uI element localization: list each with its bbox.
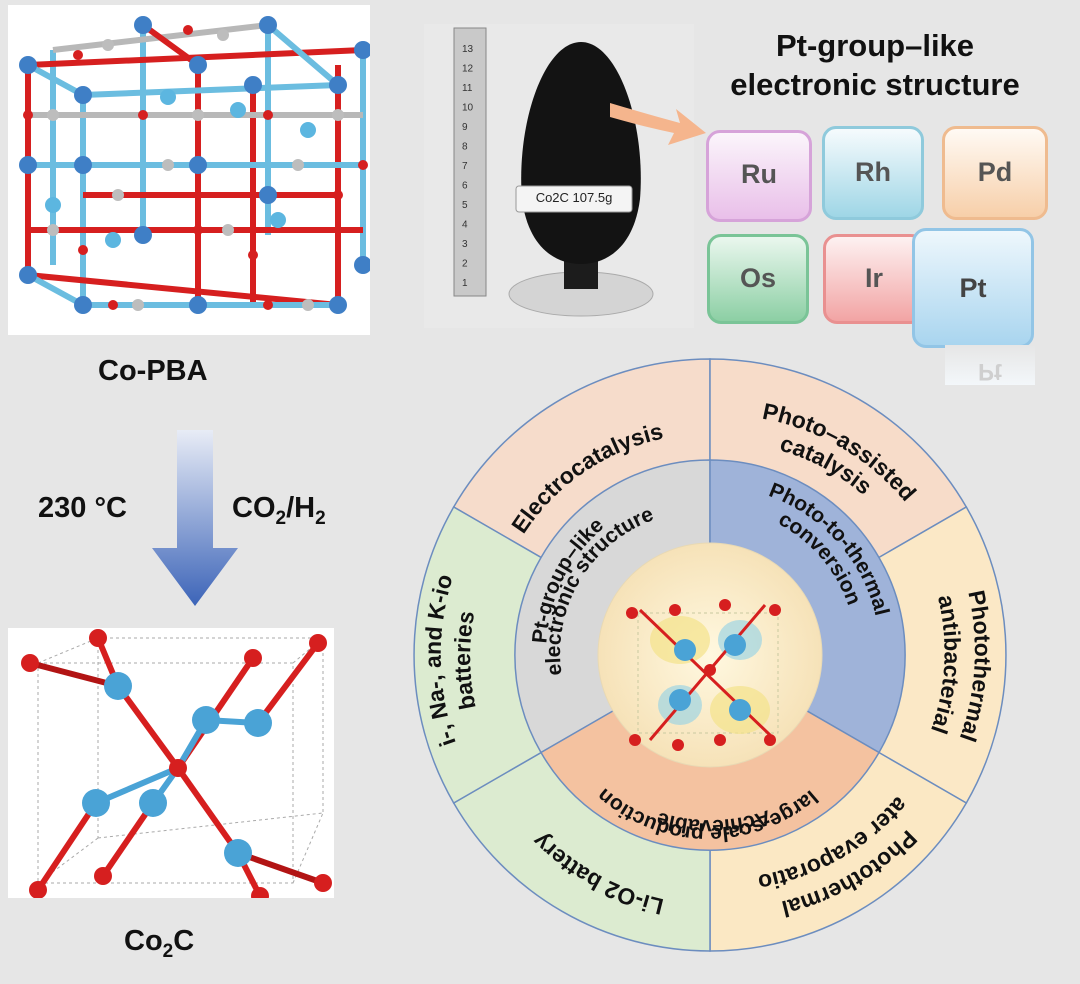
ruler-number: 3	[462, 239, 468, 250]
tile-os: Os	[707, 234, 809, 324]
co2c-label-c: C	[173, 925, 195, 957]
ruler-number: 2	[462, 259, 468, 270]
temperature-label: 230 °C	[38, 492, 127, 524]
center-structure-icon	[626, 599, 781, 751]
tile-ir: Ir	[823, 234, 925, 324]
ruler-number: 5	[462, 200, 468, 211]
ruler-number: 4	[462, 220, 468, 231]
gas-label: CO2/H2	[232, 492, 326, 530]
ruler-number: 6	[462, 181, 468, 192]
arrow-right-icon	[610, 103, 706, 145]
ruler-number: 12	[462, 64, 474, 75]
co2c-label-co: Co	[124, 925, 163, 957]
ruler-number: 1	[462, 278, 468, 289]
tile-ir-label: Ir	[864, 263, 883, 293]
pt-group-title-line1: Pt-group–like	[775, 28, 975, 63]
gas-co: CO	[232, 492, 276, 524]
ruler-icon	[453, 27, 487, 297]
co2c-label-sub: 2	[162, 940, 174, 962]
co-pba-label: Co-PBA	[98, 355, 208, 387]
ruler-number: 8	[462, 142, 468, 153]
co2c-label: Co2C	[124, 925, 194, 963]
gas-h: /H	[286, 492, 316, 524]
ruler-number: 7	[462, 161, 468, 172]
pt-group-title-line2: electronic structure	[730, 67, 1020, 102]
tile-rh-label: Rh	[855, 157, 891, 187]
co-pba-lattice	[19, 16, 372, 314]
gas-sub-1: 2	[275, 507, 287, 529]
center-circle	[597, 542, 823, 768]
ruler-number: 13	[462, 44, 474, 55]
tile-ru: Ru	[706, 130, 812, 222]
tile-ru-label: Ru	[741, 159, 777, 189]
co2c-structure-image	[8, 628, 334, 905]
bottle-label: Co2C 107.5g	[535, 190, 613, 205]
tile-rh: Rh	[822, 126, 924, 220]
co2c-lattice	[21, 629, 332, 905]
tile-os-label: Os	[739, 263, 777, 293]
co-pba-structure-image	[8, 5, 372, 335]
gas-sub-2: 2	[315, 507, 326, 529]
ruler-number: 9	[462, 122, 468, 133]
ruler-number: 10	[462, 103, 474, 114]
reaction-arrow-icon	[152, 430, 238, 606]
ruler-number: 11	[462, 83, 473, 94]
pt-group-title: Pt-group–like electronic structure	[690, 26, 1060, 104]
tile-pt-label: Pt	[959, 273, 987, 303]
tile-pt: Pt	[912, 228, 1034, 348]
tile-pd-label: Pd	[977, 157, 1013, 187]
tile-pd: Pd	[942, 126, 1048, 220]
application-wheel: Electrocatalysis Photo–assisted catalysi…	[410, 355, 1007, 952]
